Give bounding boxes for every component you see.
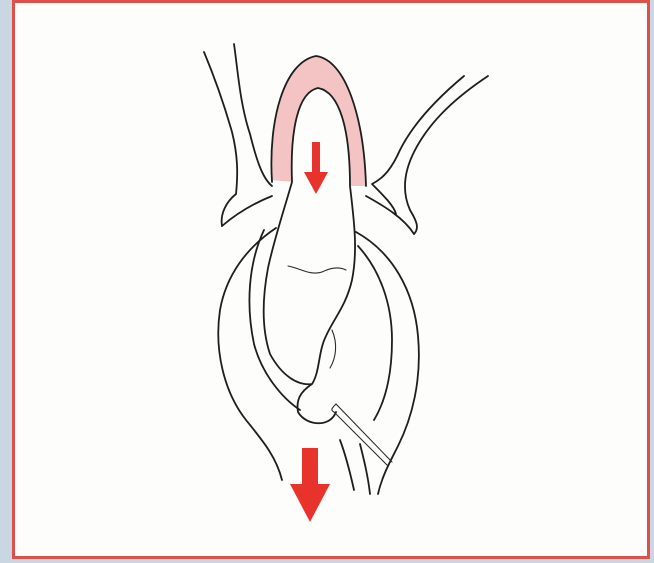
left-upper-wall bbox=[204, 44, 272, 226]
down-arrow-icon bbox=[304, 142, 328, 194]
right-inner-lobe bbox=[358, 246, 392, 420]
large-down-arrow-icon bbox=[290, 448, 330, 522]
inner-fold bbox=[330, 330, 336, 368]
left-outer-lobe bbox=[218, 228, 282, 480]
right-outer-lobe bbox=[356, 232, 419, 494]
fold-line bbox=[288, 266, 346, 273]
left-inner-lobe bbox=[249, 230, 300, 410]
forceps-icon bbox=[332, 404, 392, 466]
lower-channel bbox=[340, 440, 370, 494]
